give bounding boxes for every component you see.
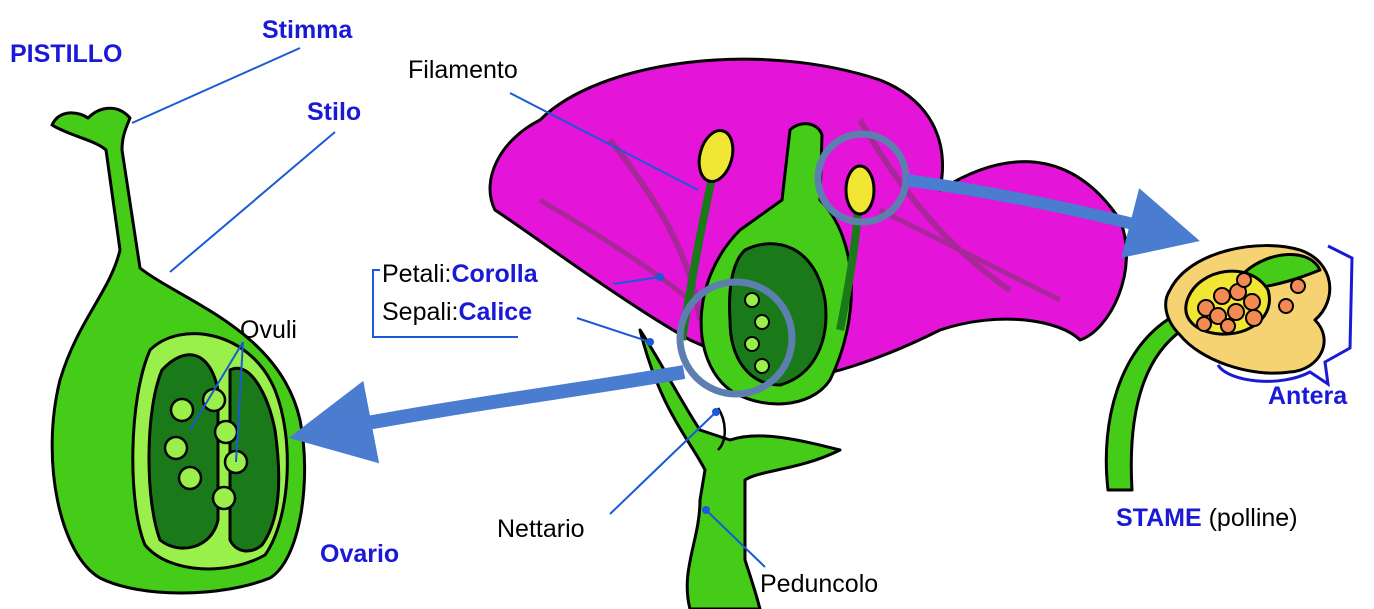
label-sepali-calice: Sepali:Calice bbox=[382, 300, 532, 325]
label-polline: (polline) bbox=[1209, 504, 1298, 532]
leader-stilo bbox=[170, 132, 335, 272]
anther-right bbox=[846, 166, 874, 214]
label-nettario: Nettario bbox=[497, 517, 585, 542]
label-pistillo: PISTILLO bbox=[10, 42, 123, 67]
label-filamento: Filamento bbox=[408, 58, 518, 83]
leader-stimma bbox=[132, 48, 300, 123]
label-peduncolo: Peduncolo bbox=[760, 572, 878, 597]
label-calice: Calice bbox=[458, 298, 532, 326]
label-ovuli: Ovuli bbox=[240, 318, 297, 343]
label-ovario: Ovario bbox=[320, 542, 399, 567]
label-stilo: Stilo bbox=[307, 100, 361, 125]
label-petali-corolla: Petali:Corolla bbox=[382, 262, 538, 287]
arrow-to-pistil bbox=[330, 372, 684, 430]
flower-illustration bbox=[490, 59, 1126, 609]
label-stame-polline: STAME (polline) bbox=[1116, 506, 1298, 531]
label-corolla: Corolla bbox=[451, 260, 537, 288]
flower-ovary bbox=[730, 244, 826, 385]
pistil-illustration bbox=[52, 108, 305, 593]
label-petali: Petali: bbox=[382, 260, 451, 288]
label-stame: STAME bbox=[1116, 504, 1202, 532]
stamen-illustration bbox=[1106, 246, 1329, 490]
label-antera: Antera bbox=[1268, 384, 1347, 409]
label-stimma: Stimma bbox=[262, 18, 352, 43]
stamen-filament bbox=[1106, 318, 1182, 490]
label-sepali: Sepali: bbox=[382, 298, 458, 326]
